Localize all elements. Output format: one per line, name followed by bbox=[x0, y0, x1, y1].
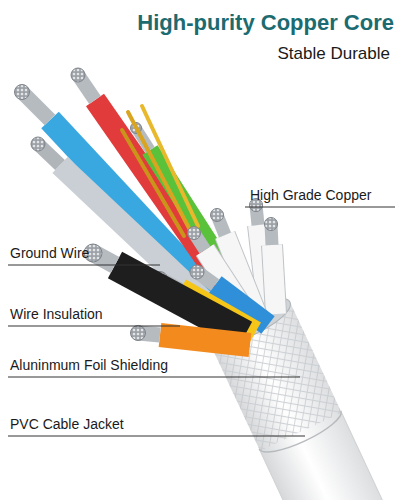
strand-end bbox=[131, 326, 146, 341]
part-label: High Grade Copper bbox=[250, 187, 398, 204]
leader-line bbox=[8, 377, 300, 378]
jacket-edge bbox=[259, 411, 346, 460]
gold-pin bbox=[122, 130, 184, 236]
orange-wire bbox=[131, 326, 251, 346]
leader-lines bbox=[8, 207, 395, 436]
leader-line bbox=[245, 207, 395, 208]
strand-end bbox=[188, 227, 201, 240]
strand-end bbox=[31, 137, 45, 151]
strand-end bbox=[190, 265, 204, 279]
strand-end bbox=[71, 68, 85, 82]
ground-wire bbox=[84, 244, 245, 335]
part-label: Aluninmum Foil Shielding bbox=[10, 357, 290, 374]
wire-insulation bbox=[160, 335, 250, 345]
part-label: Wire Insulation bbox=[10, 306, 170, 323]
subtitle: Stable Durable bbox=[170, 44, 390, 64]
gold-pins bbox=[122, 106, 198, 236]
wire-insulation bbox=[115, 265, 245, 335]
wire-insulation bbox=[272, 245, 276, 314]
white-wire bbox=[265, 218, 278, 315]
gold-pin bbox=[128, 112, 190, 230]
leader-line bbox=[8, 436, 305, 437]
strand-end bbox=[15, 85, 30, 100]
wire-outline bbox=[272, 245, 276, 314]
diagram-title: High-purity Copper Core bbox=[74, 10, 394, 36]
part-label: PVC Cable Jacket bbox=[10, 416, 290, 433]
strand-end bbox=[265, 218, 278, 231]
strand-end bbox=[211, 209, 224, 222]
leader-line bbox=[8, 326, 180, 327]
leader-line bbox=[8, 265, 160, 266]
part-label: Ground Wire bbox=[10, 245, 160, 262]
gold-pin bbox=[142, 106, 198, 226]
